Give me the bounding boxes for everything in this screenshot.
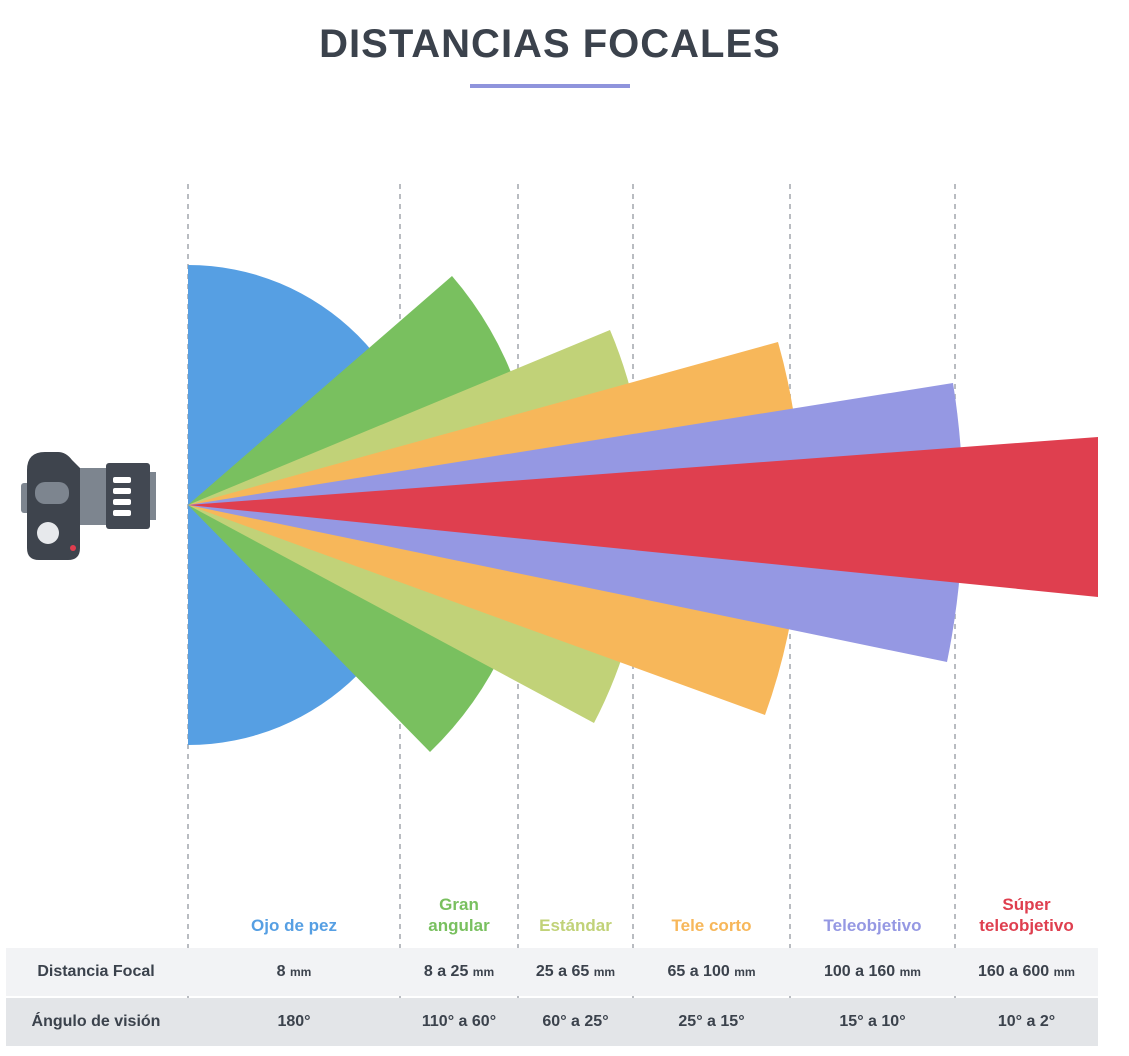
fov-super-teleobjetivo [188,437,1098,597]
category-estandar: Estándar [539,916,612,935]
category-tele-corto: Tele corto [671,916,752,935]
title-underline [470,84,630,88]
focal-value: 65 a 100 mm [667,963,756,980]
focal-value: 100 a 160 mm [824,963,921,980]
angle-value: 110° a 60° [421,1013,497,1030]
focal-value: 8 a 25 mm [423,963,495,980]
category-ojo-de-pez: Ojo de pez [251,916,337,935]
angle-value: 180° [277,1013,311,1030]
camera-icon [21,452,156,560]
angle-value: 15° a 10° [839,1013,906,1030]
category-teleobjetivo: Teleobjetivo [823,916,922,935]
focal-value: 160 a 600 mm [978,963,1075,980]
row-label-distancia-focal: Distancia Focal [37,963,155,980]
focal-value: 8 mm [276,963,312,980]
focal-value: 25 a 65 mm [535,963,616,980]
page-title: DISTANCIAS FOCALES [319,22,781,66]
row-distancia-focal: Distancia Focal 8 mm 8 a 25 mm 25 a 65 m… [6,948,1098,996]
row-angulo-vision: Ángulo de visión 180° 110° a 60° 60° a 2… [6,998,1098,1046]
angle-value: 60° a 25° [542,1013,609,1030]
focal-table: Distancia Focal 8 mm 8 a 25 mm 25 a 65 m… [6,948,1098,1046]
row-label-angulo-vision: Ángulo de visión [31,1013,161,1030]
angle-value: 10° a 2° [997,1013,1056,1030]
angle-value: 25° a 15° [678,1013,745,1030]
